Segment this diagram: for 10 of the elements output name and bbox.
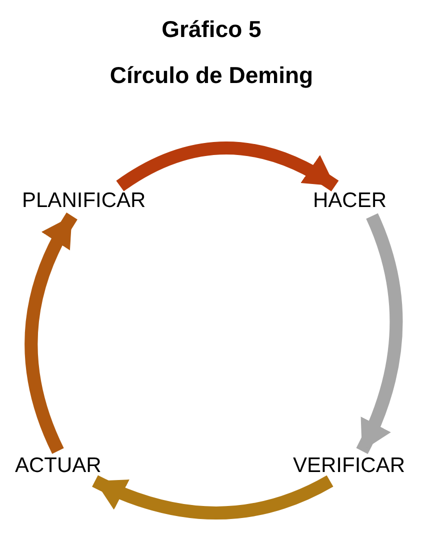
curved-arrow	[356, 213, 403, 454]
stage-label: VERIFICAR	[293, 453, 406, 479]
curved-arrow	[116, 142, 338, 192]
diagram-title: Gráfico 5	[160, 16, 262, 43]
curved-arrow	[92, 475, 334, 520]
stage-label: PLANIFICAR	[22, 188, 146, 214]
curved-arrow	[24, 212, 78, 454]
diagram-subtitle: Círculo de Deming	[108, 62, 314, 89]
stage-label: ACTUAR	[15, 453, 102, 479]
stage-label: HACER	[313, 188, 387, 214]
